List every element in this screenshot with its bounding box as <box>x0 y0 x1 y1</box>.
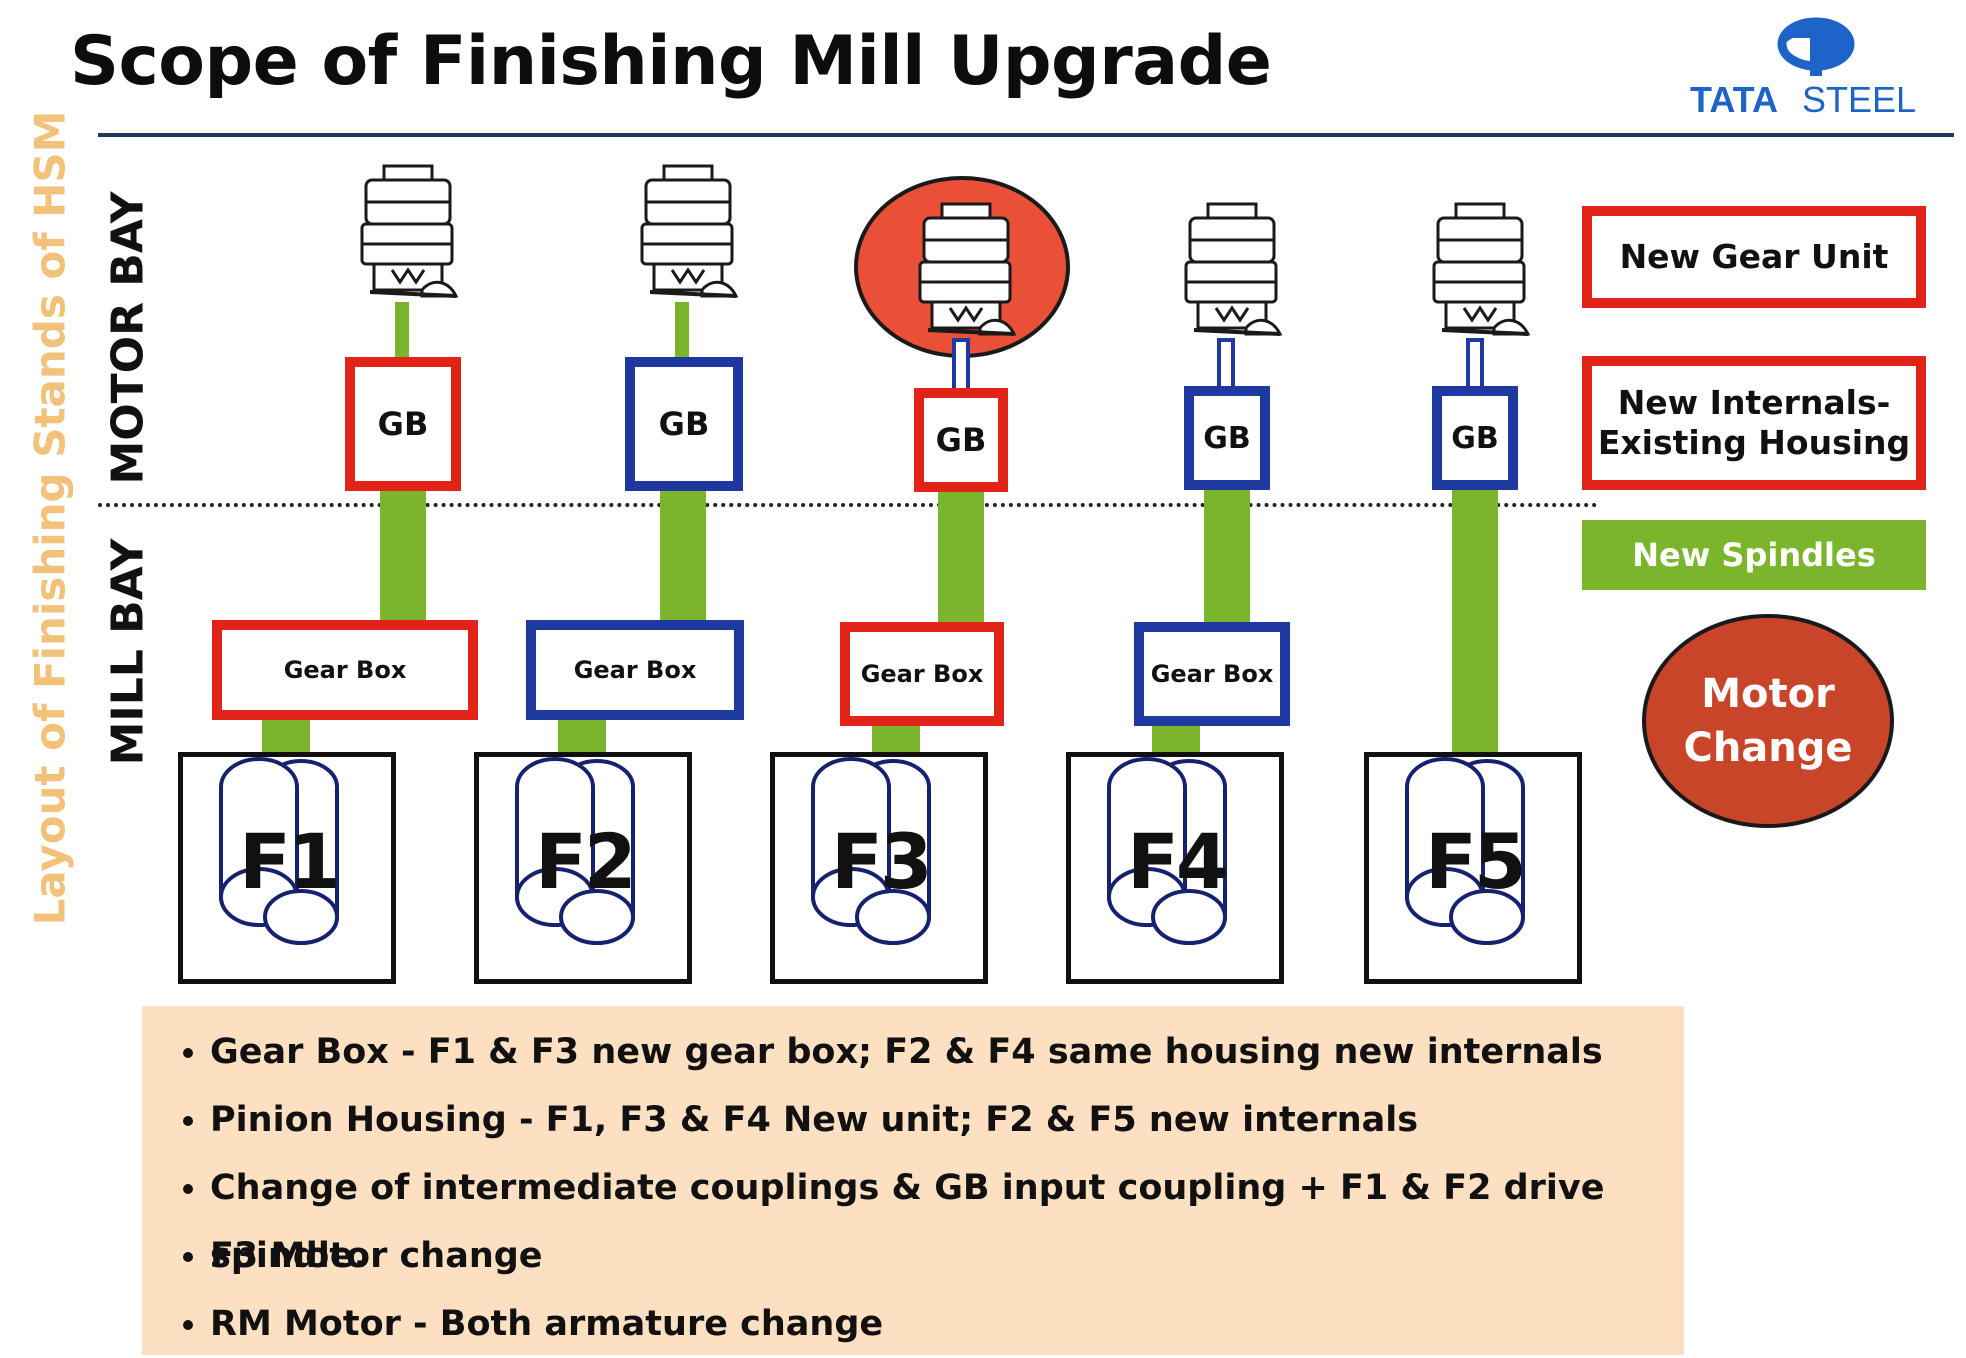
f2-gear-box-label: Gear Box <box>573 656 697 684</box>
bay-divider-line <box>98 503 1598 507</box>
layout-vertical-label-text: Layout of Finishing Stands of HSM <box>25 110 75 926</box>
stand-f4-label: F4 <box>1127 817 1229 906</box>
note-item: Change of intermediate couplings & GB in… <box>210 1154 1684 1276</box>
motor-f3 <box>918 200 1017 346</box>
legend-new-internals: New Internals- Existing Housing <box>1582 356 1926 490</box>
roll-stand-icon <box>811 757 931 945</box>
f4-gear-box-label: Gear Box <box>1150 660 1274 688</box>
tata-steel-logo: TATA STEEL <box>1690 10 1955 120</box>
f2-gb-box: GB <box>625 357 743 491</box>
motor-f2 <box>640 162 739 308</box>
f1-gb-label: GB <box>377 405 429 443</box>
tata-steel-logo-icon: TATA STEEL <box>1690 17 1916 120</box>
logo-text-tata: TATA <box>1690 79 1778 120</box>
motor-f4 <box>1184 200 1283 346</box>
f1-motor-shaft <box>395 302 409 358</box>
notes-panel: Gear Box - F1 & F3 new gear box; F2 & F4… <box>142 1006 1684 1355</box>
f3-gear-box: Gear Box <box>840 622 1004 726</box>
roll-stand-icon <box>1405 757 1525 945</box>
note-item: Pinion Housing - F1, F3 & F4 New unit; F… <box>210 1086 1684 1154</box>
f1-gb-box: GB <box>345 357 461 491</box>
roll-stand-icon <box>515 757 635 945</box>
f5-gb-label: GB <box>1451 420 1499 456</box>
motor-icon <box>1432 202 1531 336</box>
f4-gear-box: Gear Box <box>1134 622 1290 726</box>
f3-pinion-coupling <box>872 726 920 754</box>
logo-text-steel: STEEL <box>1802 79 1916 120</box>
f3-spindle <box>938 492 984 622</box>
f4-gb-label: GB <box>1203 420 1251 456</box>
f5-spindle <box>1452 490 1498 752</box>
stand-f1-label: F1 <box>239 817 341 906</box>
note-item: Gear Box - F1 & F3 new gear box; F2 & F4… <box>210 1018 1684 1086</box>
note-item: F3 Motor change <box>210 1222 1684 1290</box>
legend-motor-change-line1: Motor <box>1701 671 1835 717</box>
motor-icon <box>360 164 459 298</box>
title-underline <box>98 133 1954 137</box>
roll-stand-icon <box>219 757 339 945</box>
legend-new-gear-unit: New Gear Unit <box>1582 206 1926 308</box>
stand-f5: F5 <box>1364 752 1582 984</box>
f1-pinion-coupling <box>262 720 310 754</box>
f4-gb-box: GB <box>1184 386 1270 490</box>
stand-f2: F2 <box>474 752 692 984</box>
legend-new-gear-unit-text: New Gear Unit <box>1619 237 1889 277</box>
f2-gb-label: GB <box>658 405 710 443</box>
f2-gear-box: Gear Box <box>526 620 744 720</box>
stand-f4: F4 <box>1066 752 1284 984</box>
f3-gb-label: GB <box>935 421 987 459</box>
stand-f1: F1 <box>178 752 396 984</box>
f4-motor-coupling <box>1217 338 1235 390</box>
f2-spindle <box>660 491 706 621</box>
motor-f5 <box>1432 200 1531 346</box>
f5-gb-box: GB <box>1432 386 1518 490</box>
mill-bay-label-text: MILL BAY <box>102 538 154 766</box>
f4-pinion-coupling <box>1152 726 1200 754</box>
note-item: RM Motor - Both armature change <box>210 1290 1684 1358</box>
legend-motor-change-line2: Change <box>1683 725 1853 771</box>
motor-icon <box>918 202 1017 336</box>
motor-icon <box>1184 202 1283 336</box>
stand-f5-label: F5 <box>1425 817 1527 906</box>
f1-gear-box-label: Gear Box <box>283 656 407 684</box>
f1-gear-box: Gear Box <box>212 620 478 720</box>
notes-list: Gear Box - F1 & F3 new gear box; F2 & F4… <box>142 1006 1684 1358</box>
f5-motor-coupling <box>1466 338 1484 390</box>
stand-f3: F3 <box>770 752 988 984</box>
f2-pinion-coupling <box>558 720 606 754</box>
legend-motor-change: Motor Change <box>1642 614 1894 828</box>
legend-new-spindles: New Spindles <box>1582 520 1926 590</box>
stand-f3-label: F3 <box>831 817 933 906</box>
roll-stand-icon <box>1107 757 1227 945</box>
slide-title: Scope of Finishing Mill Upgrade <box>70 22 1272 101</box>
legend-new-spindles-text: New Spindles <box>1632 535 1876 574</box>
f1-spindle <box>380 491 426 621</box>
legend-new-internals-line2: Existing Housing <box>1597 423 1911 462</box>
f3-gb-box: GB <box>914 388 1008 492</box>
motor-icon <box>640 164 739 298</box>
legend-new-internals-line1: New Internals- <box>1617 383 1891 423</box>
stand-f2-label: F2 <box>535 817 637 906</box>
motor-bay-label-text: MOTOR BAY <box>102 191 154 485</box>
f3-gear-box-label: Gear Box <box>860 660 984 688</box>
motor-f1 <box>360 162 459 308</box>
f4-spindle <box>1204 490 1250 624</box>
f2-motor-shaft <box>675 302 689 358</box>
f3-motor-coupling <box>952 338 970 392</box>
